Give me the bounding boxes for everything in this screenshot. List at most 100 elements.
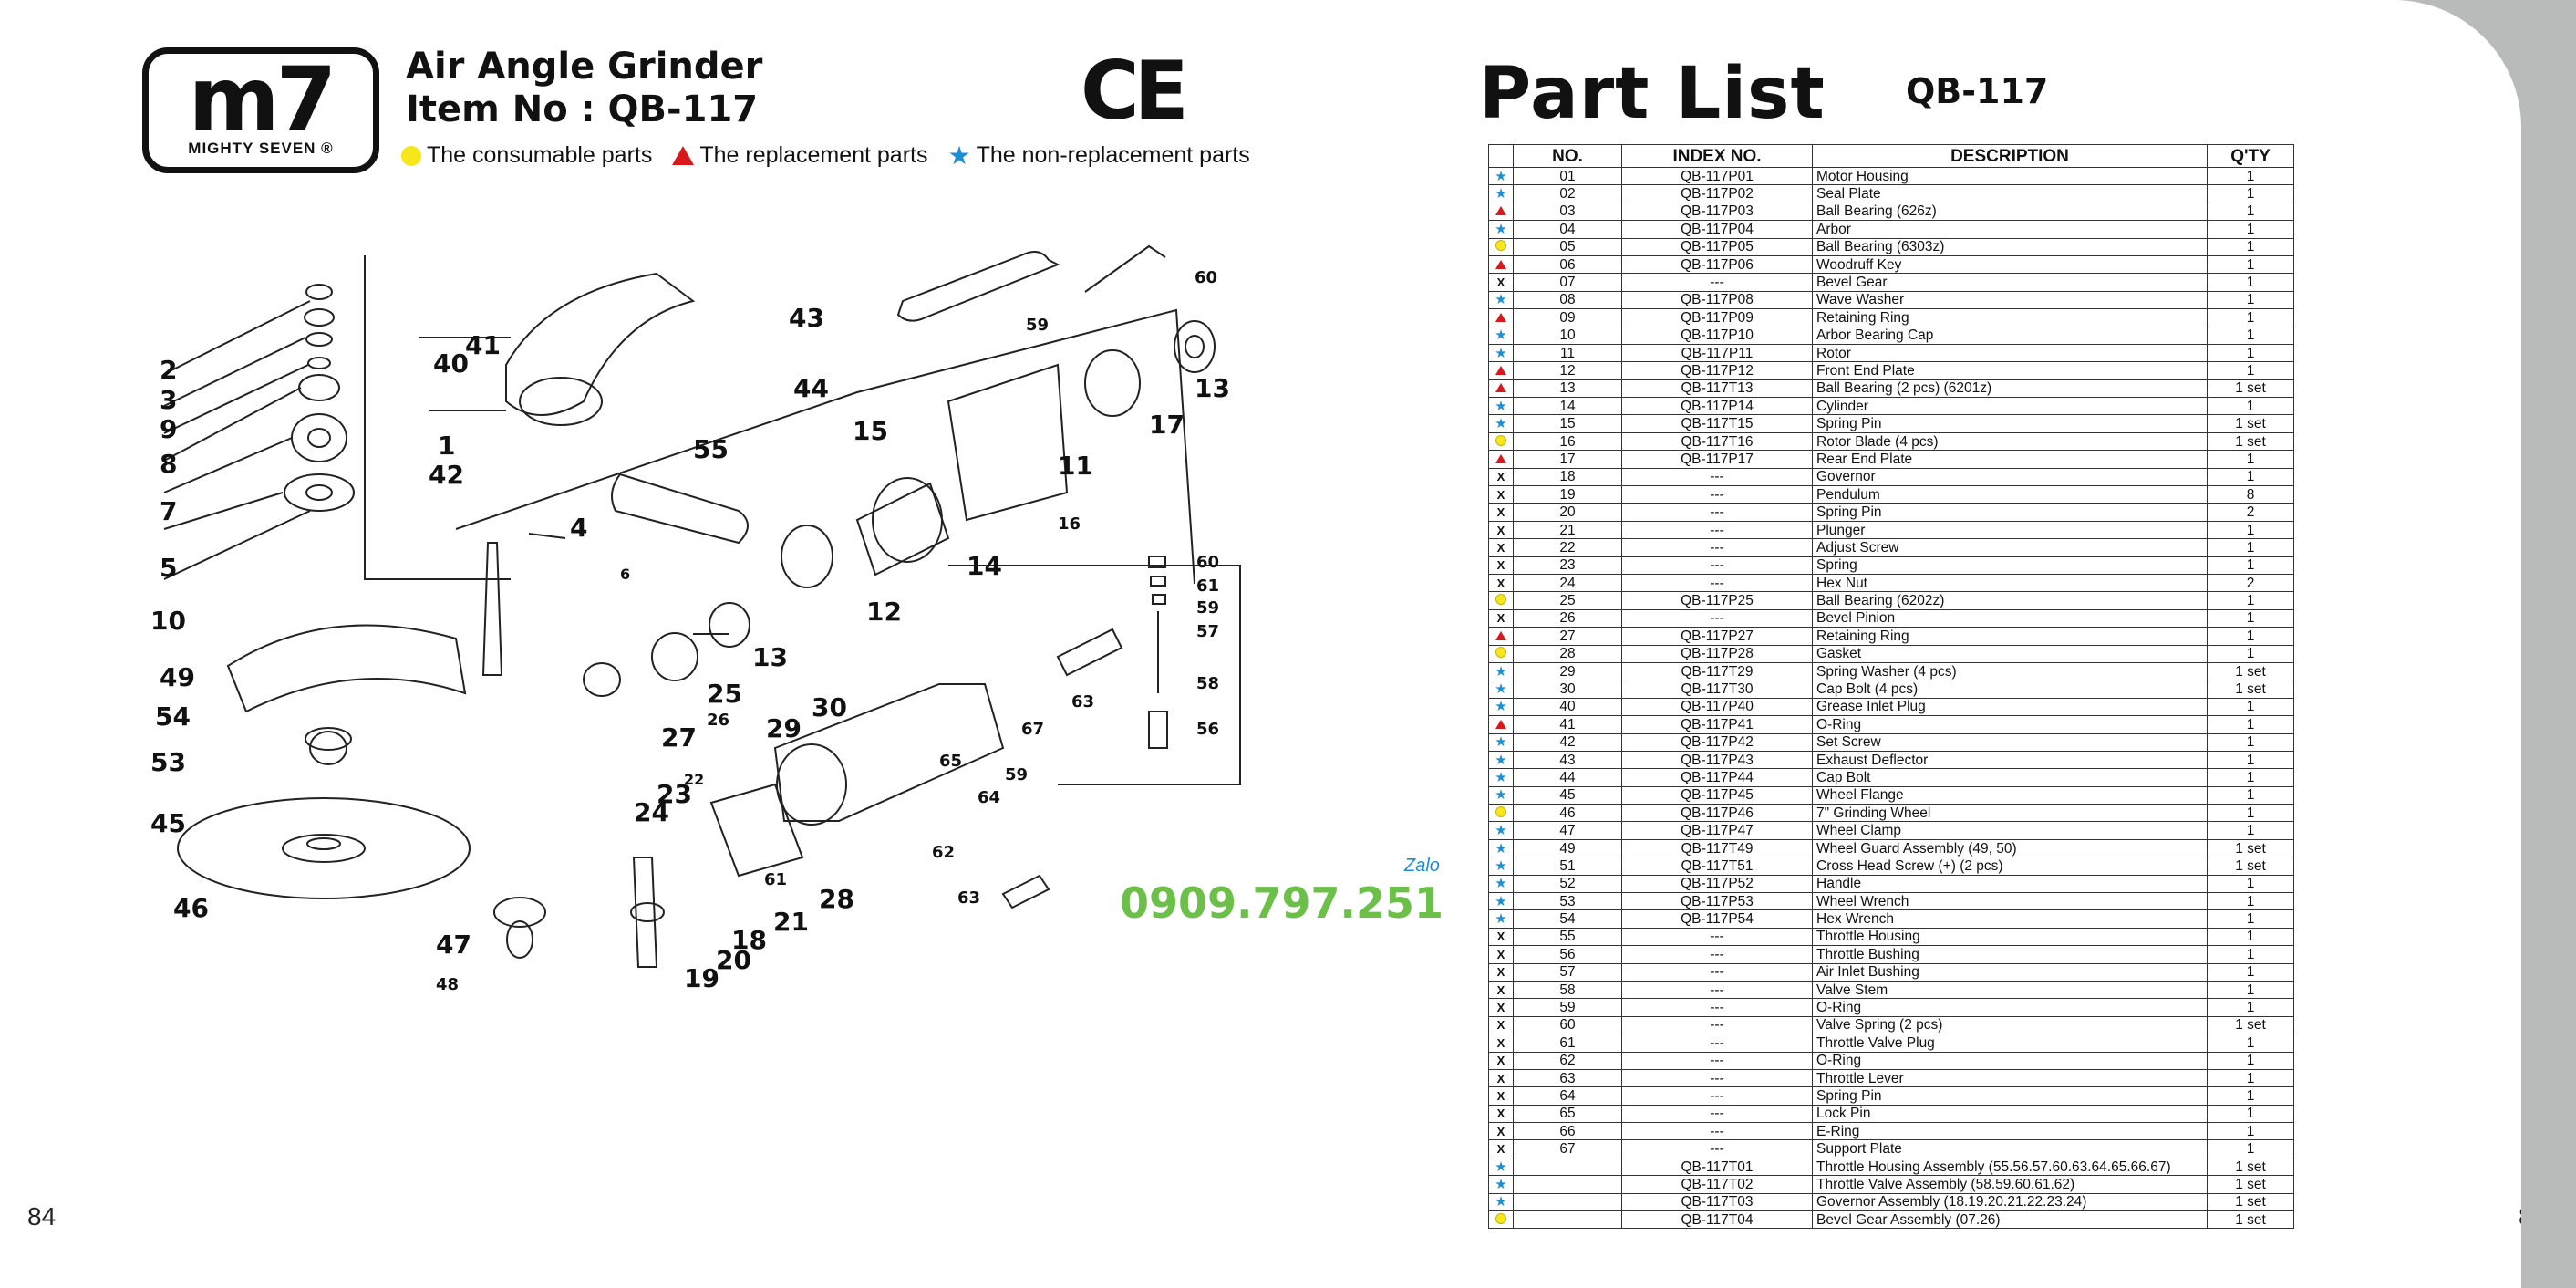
red-triangle-icon [1495, 206, 1506, 216]
row-mark: X [1488, 1034, 1514, 1053]
row-no: 66 [1513, 1122, 1622, 1141]
row-description: E-Ring [1812, 1122, 2208, 1141]
row-qty: 1 [2207, 627, 2294, 646]
row-index: --- [1621, 538, 1813, 557]
row-index: QB-117P40 [1621, 697, 1813, 717]
row-no: 60 [1513, 1015, 1622, 1035]
row-no: 09 [1513, 308, 1622, 327]
row-no: 59 [1513, 998, 1622, 1017]
product-title: Air Angle Grinder [406, 46, 763, 88]
row-index: QB-117P11 [1621, 343, 1813, 363]
row-no: 08 [1513, 290, 1622, 310]
row-index: --- [1621, 927, 1813, 947]
row-index: QB-117P10 [1621, 326, 1813, 345]
row-description: Governor [1812, 467, 2208, 487]
row-no: 10 [1513, 326, 1622, 345]
row-mark: X [1488, 1051, 1514, 1070]
row-index: --- [1621, 573, 1813, 593]
grinding-wheel-drawing [177, 797, 471, 899]
part-list-title: Part List [1479, 53, 1826, 135]
row-no: 28 [1513, 644, 1622, 663]
row-index: --- [1621, 998, 1813, 1017]
callout-64: 63 [957, 888, 980, 908]
callout-5: 5 [160, 553, 177, 583]
x-mark-icon: X [1496, 1089, 1505, 1103]
row-qty: 1 [2207, 591, 2294, 610]
row-index: QB-117P28 [1621, 644, 1813, 663]
callout-12: 12 [866, 597, 902, 627]
row-index: --- [1621, 556, 1813, 575]
row-qty: 1 [2207, 909, 2294, 929]
row-qty: 1 [2207, 397, 2294, 416]
yellow-dot-icon [1495, 647, 1506, 659]
row-index: QB-117P12 [1621, 361, 1813, 380]
yellow-dot-icon [1495, 434, 1506, 446]
row-no: 17 [1513, 450, 1622, 469]
row-mark: ★ [1488, 857, 1514, 876]
callout-14: 14 [967, 551, 1002, 581]
row-no: 27 [1513, 627, 1622, 646]
page-number-right: 85 [2519, 1202, 2521, 1231]
row-qty: 1 [2207, 892, 2294, 911]
parts-legend: The consumable parts The replacement par… [401, 142, 1250, 169]
row-qty: 1 [2207, 874, 2294, 894]
row-description: Throttle Lever [1812, 1068, 2208, 1088]
row-qty: 1 [2207, 273, 2294, 292]
row-description: Bevel Gear [1812, 273, 2208, 292]
yellow-dot-icon [1495, 594, 1506, 606]
row-qty: 1 [2207, 166, 2294, 186]
callout-6: 6 [620, 566, 630, 583]
row-index: QB-117P47 [1621, 821, 1813, 840]
row-no: 21 [1513, 520, 1622, 540]
row-mark: ★ [1488, 326, 1514, 345]
callout-61: 60 [1196, 553, 1219, 572]
row-qty: 1 [2207, 220, 2294, 239]
row-no [1513, 1210, 1622, 1230]
row-no: 06 [1513, 254, 1622, 275]
row-index: QB-117P09 [1621, 308, 1813, 327]
row-qty: 1 [2207, 697, 2294, 717]
legend-consumable: The consumable parts [401, 142, 652, 169]
row-description: Exhaust Deflector [1812, 750, 2208, 770]
callout-46: 46 [173, 893, 209, 923]
row-index: QB-117T13 [1621, 379, 1813, 399]
row-qty: 1 [2207, 962, 2294, 982]
row-index: --- [1621, 1051, 1813, 1070]
row-mark: X [1488, 1139, 1514, 1158]
x-mark-icon: X [1496, 1018, 1505, 1033]
row-description: Arbor Bearing Cap [1812, 326, 2208, 345]
row-no: 02 [1513, 184, 1622, 203]
blue-star-icon: ★ [1495, 168, 1507, 184]
row-no: 25 [1513, 591, 1622, 610]
row-no: 41 [1513, 715, 1622, 734]
blue-star-icon: ★ [1495, 221, 1507, 237]
ce-mark: CE [1081, 44, 1189, 138]
row-qty: 1 set [2207, 1210, 2294, 1230]
row-no: 65 [1513, 1104, 1622, 1124]
x-mark-icon: X [1496, 1054, 1505, 1068]
callout-8: 8 [160, 449, 177, 479]
row-mark: ★ [1488, 785, 1514, 805]
row-qty: 1 [2207, 608, 2294, 628]
row-no [1513, 1175, 1622, 1194]
row-description: Front End Plate [1812, 361, 2208, 380]
row-index: QB-117P44 [1621, 768, 1813, 787]
row-no: 29 [1513, 661, 1622, 681]
row-no: 52 [1513, 874, 1622, 894]
row-description: Cross Head Screw (+) (2 pcs) [1812, 857, 2208, 876]
